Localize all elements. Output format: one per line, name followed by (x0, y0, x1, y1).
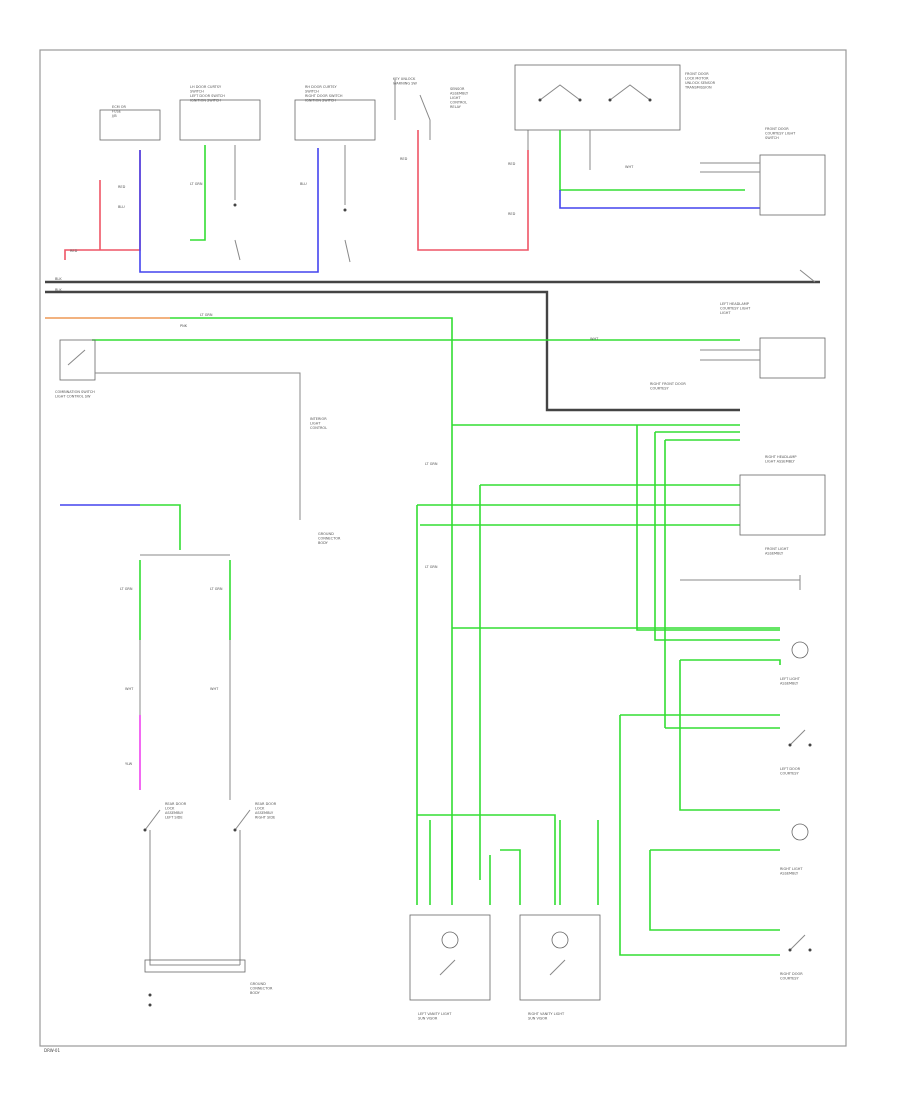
svg-text:YLW: YLW (125, 762, 133, 766)
svg-text:WHT: WHT (590, 337, 599, 341)
svg-text:WHT: WHT (210, 687, 219, 691)
vanity-connectors (417, 814, 599, 905)
relay-small (680, 575, 801, 590)
svg-text:LT GRN: LT GRN (190, 182, 203, 186)
svg-text:LT GRN: LT GRN (120, 587, 133, 591)
svg-text:RED: RED (508, 162, 516, 166)
svg-text:RED: RED (508, 212, 516, 216)
svg-text:LT GRN: LT GRN (425, 565, 438, 569)
svg-text:LT GRN: LT GRN (425, 462, 438, 466)
svg-text:BLU: BLU (300, 182, 307, 186)
svg-text:RED: RED (400, 157, 408, 161)
page-code: DRW-01 (44, 1048, 60, 1053)
svg-text:BLU: BLU (118, 205, 125, 209)
svg-text:LT GRN: LT GRN (210, 587, 223, 591)
svg-text:BLK: BLK (55, 277, 62, 281)
light-control-row: PNK LT GRN (45, 313, 740, 890)
diagram-frame (39, 49, 847, 1047)
green-harness: LT GRN LT GRN (416, 424, 781, 956)
svg-text:BLK: BLK (55, 288, 62, 292)
svg-text:LT GRN: LT GRN (200, 313, 213, 317)
svg-text:WHT: WHT (125, 687, 134, 691)
svg-text:RED: RED (70, 249, 78, 253)
svg-text:WHT: WHT (625, 165, 634, 169)
bus-lines: BLK BLK (45, 269, 820, 412)
svg-text:PNK: PNK (180, 324, 188, 328)
svg-text:RED: RED (118, 185, 126, 189)
rear-door-wiring: LT GRN LT GRN WHT WHT YLW (60, 504, 231, 800)
